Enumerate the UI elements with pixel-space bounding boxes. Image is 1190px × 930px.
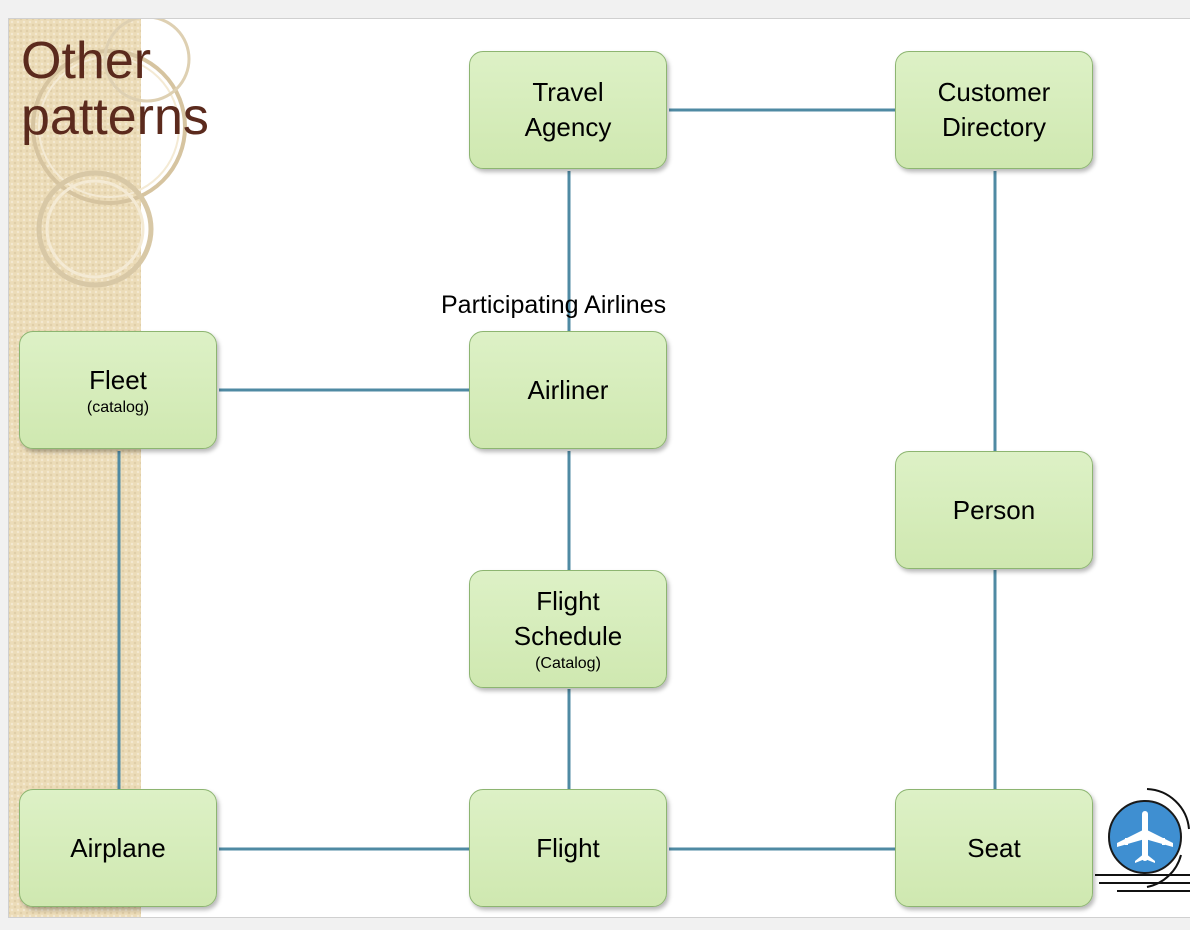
node-sublabel: (Catalog) xyxy=(535,655,601,672)
node-label: Customer Directory xyxy=(937,77,1051,142)
node-label: Flight Schedule xyxy=(513,586,623,651)
node-flight[interactable]: Flight xyxy=(469,789,667,907)
decorative-circles xyxy=(31,19,191,288)
node-label: Flight xyxy=(536,832,600,863)
node-sublabel: (catalog) xyxy=(86,398,150,416)
slide-title: Other patterns xyxy=(21,32,209,146)
slide: Other patterns Participating Airlines Tr… xyxy=(8,18,1190,918)
node-label: Fleet xyxy=(89,364,147,395)
node-fleet[interactable]: Fleet (catalog) xyxy=(19,331,217,449)
node-label: Person xyxy=(952,494,1036,525)
node-person[interactable]: Person xyxy=(895,451,1093,569)
edge-label-participating-airlines: Participating Airlines xyxy=(441,291,667,319)
airplane-icon xyxy=(1095,788,1190,892)
node-customer-directory[interactable]: Customer Directory xyxy=(895,51,1093,169)
node-label: Seat xyxy=(967,832,1021,863)
node-seat[interactable]: Seat xyxy=(895,789,1093,907)
node-airliner[interactable]: Airliner xyxy=(469,331,667,449)
node-label: Travel Agency xyxy=(524,77,612,142)
node-label: Airliner xyxy=(527,374,609,405)
node-travel-agency[interactable]: Travel Agency xyxy=(469,51,667,169)
node-flight-schedule[interactable]: Flight Schedule (Catalog) xyxy=(469,570,667,688)
node-airplane[interactable]: Airplane xyxy=(19,789,217,907)
node-label: Airplane xyxy=(70,832,166,863)
connector-lines xyxy=(117,108,997,851)
